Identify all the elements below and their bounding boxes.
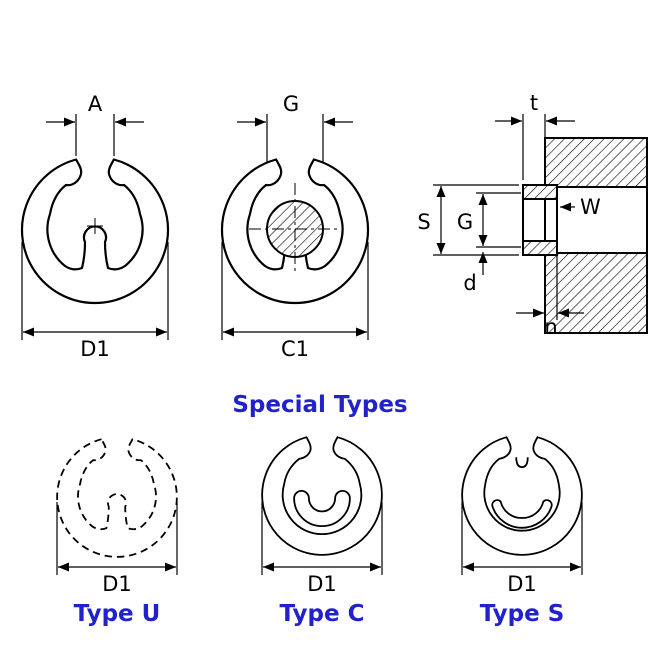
shaft-section-lower xyxy=(544,252,648,334)
dimension-d1-type-c-label: D1 xyxy=(307,572,337,596)
dimension-a: A xyxy=(46,92,144,156)
dimension-d-label: d xyxy=(463,271,476,295)
clip-section-bottom xyxy=(522,240,558,256)
eclip-front-view xyxy=(20,158,170,305)
dimension-t-label: t xyxy=(530,91,538,115)
eclip-type-c xyxy=(261,436,383,556)
eclip-type-u xyxy=(56,438,178,558)
type-s-crescent-slot xyxy=(491,499,553,529)
type-c-horseshoe-slot xyxy=(293,490,351,528)
dimension-s: S xyxy=(417,184,519,256)
shaft-section-upper xyxy=(544,137,648,188)
dimension-w-label: W xyxy=(580,195,601,219)
type-u-label: Type U xyxy=(74,601,161,627)
special-types-title: Special Types xyxy=(232,392,407,418)
clip-side-body xyxy=(522,198,546,242)
dimension-d1-type-s-label: D1 xyxy=(507,572,537,596)
dimension-w: W xyxy=(560,195,601,219)
dimension-d: d xyxy=(463,252,488,295)
center-mark xyxy=(87,218,103,234)
eclip-type-u-outline xyxy=(56,438,178,558)
dimension-g-label: G xyxy=(283,92,299,116)
dimension-g-section-label: G xyxy=(457,210,473,234)
dimension-d1-type-u-label: D1 xyxy=(102,572,132,596)
dimension-a-label: A xyxy=(88,92,103,116)
dimension-d1-type-s: D1 xyxy=(461,502,583,596)
type-s-top-notch xyxy=(515,457,529,469)
dimension-g-front: G xyxy=(237,92,353,162)
eclip-type-s-outline xyxy=(461,436,583,556)
type-s-label: Type S xyxy=(480,601,565,627)
dimension-s-label: S xyxy=(417,210,430,234)
clip-section-top xyxy=(522,184,558,200)
dimension-d1-type-c: D1 xyxy=(261,502,383,596)
shaft-section-view xyxy=(522,137,648,334)
dimension-t: t xyxy=(495,91,575,180)
crosshair-centerline xyxy=(249,183,341,275)
dimension-n: n xyxy=(516,255,584,339)
dimension-n-label: n xyxy=(544,315,557,339)
dimension-g-section: G xyxy=(457,192,521,248)
eclip-type-c-outline xyxy=(261,436,383,556)
shaft-core xyxy=(556,186,648,254)
dimension-d1-main: D1 xyxy=(21,242,169,361)
dimension-c1-label: C1 xyxy=(281,337,309,361)
type-c-label: Type C xyxy=(280,601,365,627)
eclip-type-s xyxy=(461,436,583,556)
eclip-installed-view xyxy=(220,158,370,305)
dimension-d1-label: D1 xyxy=(80,337,110,361)
dimension-d1-type-u: D1 xyxy=(56,502,178,596)
dimension-c1: C1 xyxy=(221,242,369,361)
